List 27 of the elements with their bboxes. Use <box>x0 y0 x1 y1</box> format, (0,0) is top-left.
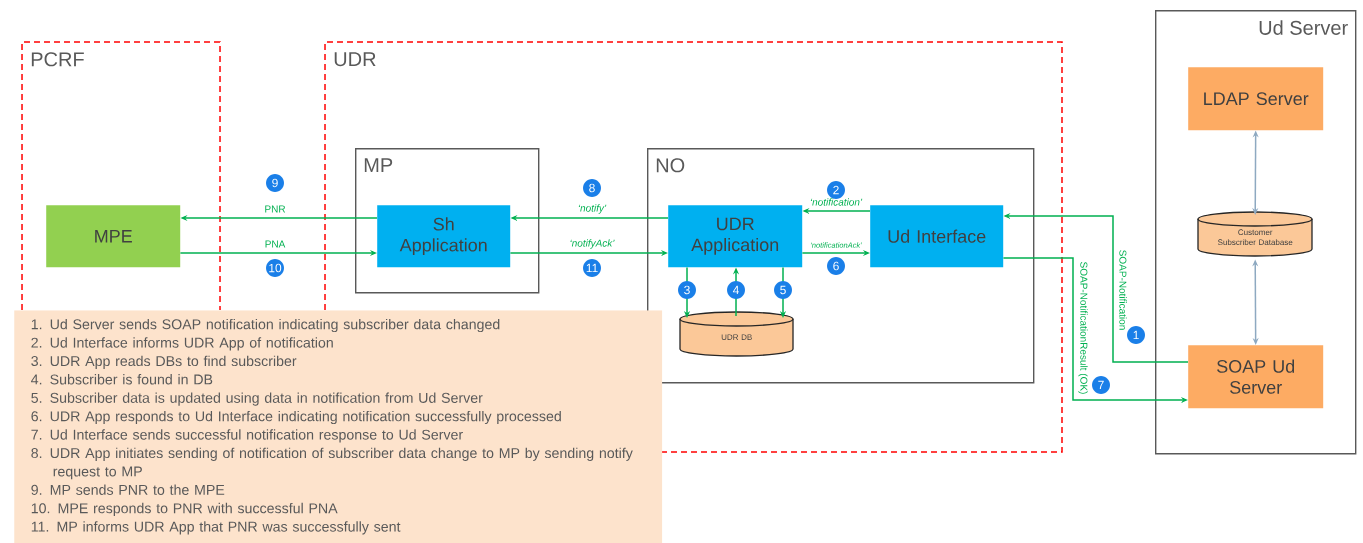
callout-number: 6 <box>827 257 845 275</box>
callout-number: 7 <box>1092 376 1110 394</box>
process-box: SOAP Ud Server <box>1188 345 1324 409</box>
callout-number: 11 <box>583 259 601 277</box>
callout-number: 1 <box>1127 326 1145 344</box>
edge-label: SOAP-Notification <box>1118 248 1128 332</box>
edge-label: PNR <box>263 204 287 214</box>
database-cylinder: UDR DB <box>679 311 794 357</box>
callout-number: 4 <box>727 281 745 299</box>
callout-number: 9 <box>266 174 284 192</box>
callout-number: 10 <box>266 259 284 277</box>
callout-number: 8 <box>583 179 601 197</box>
callout-number: 3 <box>678 281 696 299</box>
process-box: LDAP Server <box>1188 67 1324 131</box>
edge-label: ‘notifyAck’ <box>568 238 616 250</box>
process-box: Sh Application <box>377 205 511 268</box>
step-list-overlay: 1. Ud Server sends SOAP notification indicating subscriber data changed 2. Ud Interface informs UDR App of notification 3. UDR App reads DBs to find subscriber 4. Subscriber is found in DB 5. Subscriber data is updated using data in notification from Ud Server 6. UDR App responds to Ud Interface indicating notification successfully processed 7. Ud Interface sends successful notification response to Ud Server 8. UDR App initiates sending of notification of subscriber data change to MP by sending notify request to MP 9. MP sends PNR to the MPE 10. MPE responds to PNR with successful PNA 11. MP informs UDR App that PNR was successfully sent <box>14 310 663 543</box>
edge-label: PNA <box>263 239 287 249</box>
edge-label: SOAP-NotificationResult (OK) <box>1077 260 1089 396</box>
callout-number: 2 <box>827 181 845 199</box>
edge-label: ‘notification’ <box>808 197 864 207</box>
database-cylinder: Customer Subscriber Database <box>1197 211 1313 257</box>
callout-number: 5 <box>774 281 792 299</box>
process-box: Ud Interface <box>870 205 1004 268</box>
process-box: UDR Application <box>668 205 803 268</box>
process-box: MPE <box>46 205 181 268</box>
edge-label: ‘notify’ <box>576 203 608 215</box>
